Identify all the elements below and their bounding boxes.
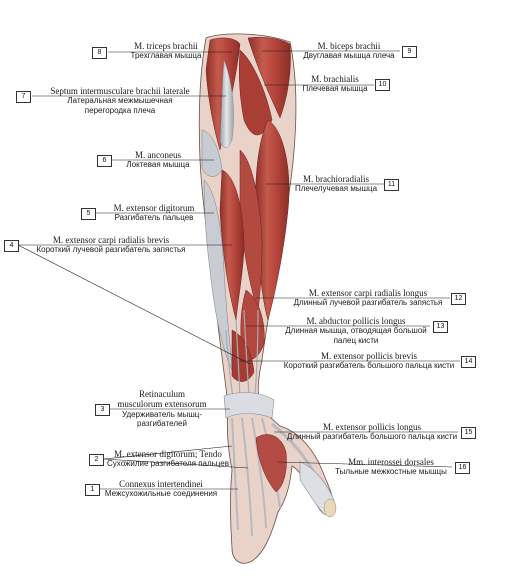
label-extensor-digitorum: M. extensor digitorum Разгибатель пальце…	[113, 203, 195, 223]
label-ed-tendo: M. extensor digitorum; Tendo Сухожилие р…	[107, 449, 229, 469]
label-number-14: 14	[461, 356, 476, 368]
label-number-11: 11	[384, 179, 399, 191]
label-number-1: 1	[85, 484, 100, 496]
label-number-2: 2	[89, 454, 104, 466]
label-ext-pollicis-longus: M. extensor pollicis longus Длинный разг…	[286, 422, 458, 442]
label-number-5: 5	[81, 208, 96, 220]
label-number-16: 16	[455, 462, 470, 474]
label-septum: Septum intermusculare brachii laterale Л…	[50, 86, 190, 115]
retinaculum-band	[223, 392, 275, 419]
thumbnail	[323, 498, 337, 518]
label-triceps: M. triceps brachii Трехглавая мышца	[130, 41, 202, 61]
label-ecr-brevis: M. extensor carpi radialis brevis Коротк…	[36, 235, 186, 255]
label-number-3: 3	[95, 404, 110, 416]
label-number-15: 15	[461, 427, 476, 439]
label-brachialis: M. brachialis Плечевая мышца	[302, 74, 368, 94]
label-anconeus: M. anconeus Локтевая мышца	[126, 150, 190, 170]
label-biceps: M. biceps brachii Двуглавая мышца плеча	[303, 41, 395, 61]
label-ext-pollicis-brevis: M. extensor pollicis brevis Короткий раз…	[283, 351, 455, 371]
label-retinaculum: Retinaculum musculorum extensorum Удержи…	[117, 389, 207, 428]
label-number-13: 13	[433, 321, 448, 333]
label-interossei: Mm. interossei dorsales Тыльные межкостн…	[335, 457, 447, 477]
septum-band	[219, 59, 234, 148]
label-number-12: 12	[451, 293, 466, 305]
label-connexus: Connexus intertendinei Межсухожильные со…	[104, 479, 218, 499]
interossei-muscle	[255, 434, 287, 493]
label-number-6: 6	[97, 155, 112, 167]
brachialis-muscle	[238, 49, 273, 136]
label-number-7: 7	[16, 91, 31, 103]
label-abductor-pollicis: M. abductor pollicis longus Длинная мышц…	[285, 316, 427, 345]
label-ecr-longus: M. extensor carpi radialis longus Длинны…	[293, 288, 443, 308]
label-number-8: 8	[92, 47, 107, 59]
label-brachioradialis: M. brachioradialis Плечелучевая мышца	[294, 174, 378, 194]
biceps-muscle	[247, 37, 291, 119]
label-number-10: 10	[375, 79, 390, 91]
ecr-longus-muscle	[239, 149, 263, 311]
label-number-9: 9	[402, 46, 417, 58]
leader-lines	[17, 50, 460, 490]
brachioradialis-muscle	[255, 119, 290, 321]
label-number-4: 4	[4, 240, 19, 252]
